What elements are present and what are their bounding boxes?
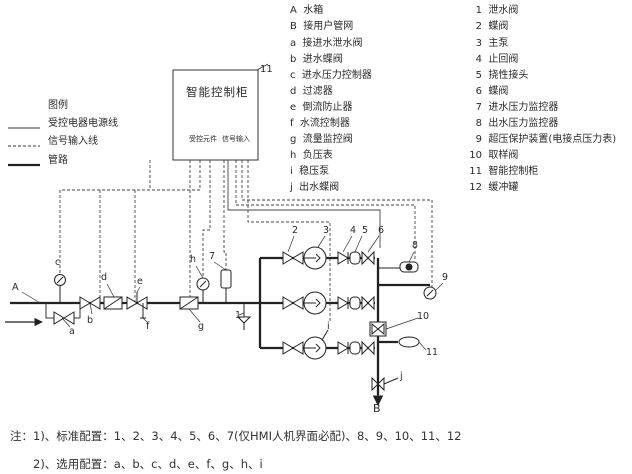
- mark-n3: 3: [323, 225, 330, 236]
- valve-b: [79, 296, 101, 310]
- legend-item-2: 2 蝶阀: [475, 21, 509, 32]
- control-cabinet: [172, 69, 259, 161]
- leader-11-cabinet: [256, 63, 269, 71]
- legend-item-j: j 出水蝶阀: [290, 182, 340, 193]
- gauge-9: [423, 286, 437, 300]
- legend-item-h: h 负压表: [290, 150, 333, 161]
- backflow-preventer-e: [126, 292, 148, 310]
- legend-item-i: i 稳压泵: [290, 166, 330, 177]
- legend-item-11: 11 智能控制柜: [469, 166, 539, 177]
- mark-d: d: [101, 272, 108, 283]
- legend-item-6: 6 蝶阀: [475, 86, 509, 97]
- mark-B: B: [373, 402, 381, 415]
- legend-item-e: e 倒流防止器: [290, 102, 353, 113]
- line-legend-signal: 信号输入线: [48, 136, 98, 147]
- pump-row-3: [282, 336, 375, 360]
- gauge-c: [54, 274, 66, 303]
- legend-item-1: 1 泄水阀: [475, 5, 519, 16]
- legend-item-8: 8 出水压力监控器: [475, 118, 559, 129]
- pressure-monitor-8: [378, 261, 419, 273]
- legend-item-c: c 进水压力控制器: [290, 70, 372, 81]
- power-lines: [227, 160, 381, 248]
- legend-item-B: B 接用户管网: [290, 21, 354, 32]
- mark-n8: 8: [412, 240, 419, 251]
- mark-e: e: [137, 276, 143, 287]
- valve-j: [371, 376, 399, 392]
- legend-item-d: d 过滤器: [290, 86, 333, 97]
- pressure-monitor-7: [220, 269, 232, 303]
- mark-n2: 2: [292, 225, 299, 236]
- legend-item-g: g 流量监控阀: [290, 134, 353, 145]
- mark-h: h: [190, 254, 197, 265]
- legend-item-b: b 进水蝶阀: [290, 54, 343, 65]
- legend-item-A: A 水箱: [290, 5, 324, 16]
- legend-item-a: a 接进水泄水阀: [290, 38, 363, 49]
- legend-item-3: 3 主泵: [475, 38, 509, 49]
- note-optional-config: 2)、选用配置：a、b、c、d、e、f、g、h、i: [33, 457, 263, 471]
- mark-n4: 4: [350, 225, 357, 236]
- line-legend-power: 受控电器电源线: [48, 118, 118, 129]
- pump-row-2: [282, 291, 375, 315]
- bypass-a: [45, 303, 81, 319]
- gauge-h: [196, 277, 210, 303]
- cabinet-number: 11: [260, 64, 273, 75]
- label-leaders: [21, 235, 444, 351]
- mark-j: j: [400, 371, 403, 382]
- mark-c: c: [55, 257, 61, 268]
- legend-item-10: 10 取样阀: [469, 150, 519, 161]
- signal-lines: [59, 160, 433, 322]
- line-legend-title: 图例: [48, 100, 68, 111]
- mark-f: f: [146, 321, 150, 332]
- line-legend-pipe: 管路: [48, 155, 68, 166]
- legend-item-5: 5 挠性接头: [475, 70, 529, 81]
- mark-n5: 5: [362, 225, 369, 236]
- legend-item-4: 4 止回阀: [475, 54, 519, 65]
- mark-i: i: [327, 321, 330, 332]
- flow-monitor-g: [179, 296, 199, 310]
- cabinet-port-signal: 信号输入: [222, 135, 250, 143]
- mark-n10: 10: [417, 311, 430, 322]
- buffer-tank: [398, 336, 420, 348]
- mark-a: a: [69, 326, 75, 337]
- mark-n9: 9: [442, 272, 449, 283]
- valve-a: [53, 311, 75, 325]
- legend-item-12: 12 缓冲罐: [469, 182, 519, 193]
- cabinet-title: 智能控制柜: [186, 85, 249, 99]
- sampling-valve-10: [369, 321, 387, 337]
- legend-item-f: f 水流控制器: [290, 118, 350, 129]
- mark-A: A: [12, 282, 19, 293]
- note-standard-config: 注：1)、标准配置：1、2、3、4、5、6、7(仅HMI人机界面必配)、8、9、…: [10, 429, 462, 443]
- mark-n1: 1: [235, 310, 242, 321]
- legend-item-7: 7 进水压力监控器: [475, 102, 559, 113]
- mark-n6: 6: [378, 225, 385, 236]
- mark-g: g: [198, 321, 205, 332]
- drain-valve-1: [236, 303, 252, 330]
- filter-d: [103, 296, 123, 310]
- cabinet-port-controlled: 受控元件: [189, 135, 217, 143]
- stabilizer-pump-i: [321, 329, 329, 341]
- mark-n7: 7: [209, 251, 216, 262]
- mark-b: b: [87, 315, 94, 326]
- pump-row-1: [282, 246, 375, 270]
- mark-n11: 11: [426, 347, 439, 358]
- legend-item-9: 9 超压保护装置(电接点压力表): [475, 134, 617, 145]
